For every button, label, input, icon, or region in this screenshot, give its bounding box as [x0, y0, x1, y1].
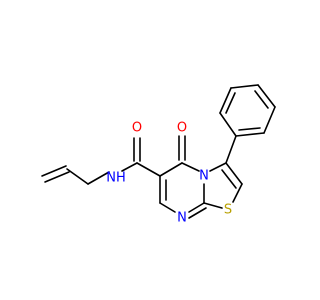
atom-label-layer: NH O O N N S [106, 121, 232, 226]
bond-c1-c2-double-b [44, 171, 70, 183]
bond-s-c8a [203, 202, 223, 209]
ring-nitrogen-lower-label: N [177, 211, 187, 226]
bond-ph-2-3 [219, 87, 232, 114]
ring-nitrogen-bridge-label: N [199, 169, 209, 184]
bond-n-amide-c-carbonyl [121, 162, 138, 172]
bond-ph-6-1 [235, 132, 265, 137]
thiazole-sulfur-label: S [224, 203, 232, 218]
bond-c3-c2-inner [221, 169, 237, 189]
bond-ph-inner-2 [254, 90, 269, 109]
bond-ph-3-4 [230, 84, 259, 89]
bond-ph-5-6 [263, 106, 276, 134]
molecule-canvas: NH O O N N S [41, 84, 276, 226]
bond-n8-c8a-a [188, 202, 205, 213]
bond-n8-c8a-b [188, 207, 207, 219]
amide-nitrogen-label: NH [106, 171, 126, 186]
bond-ph-4-5 [257, 84, 276, 108]
carbonyl-oxygen-label: O [177, 121, 187, 136]
bond-c7-n8 [159, 202, 176, 213]
bond-n4-c3 [209, 162, 227, 172]
bond-layer [41, 84, 276, 219]
bond-carbonyl-c6 [136, 162, 161, 177]
bond-ph-1-2 [219, 112, 237, 137]
bond-c3-n-amide [87, 171, 110, 185]
bond-c5-n4 [181, 162, 200, 172]
bond-c3-ph [225, 135, 237, 164]
bond-ph-inner-3 [238, 127, 261, 131]
molecule-structure: NH O O N N S [41, 84, 276, 226]
bond-c2-s [232, 183, 243, 203]
bond-c1-c2-double-a [41, 165, 67, 177]
bond-c2-c3 [66, 168, 89, 185]
amide-oxygen-label: O [132, 121, 142, 136]
bond-ph-inner-1 [225, 92, 236, 114]
bond-c6-c5 [159, 162, 183, 177]
bond-c3-c2-outer [225, 162, 243, 185]
